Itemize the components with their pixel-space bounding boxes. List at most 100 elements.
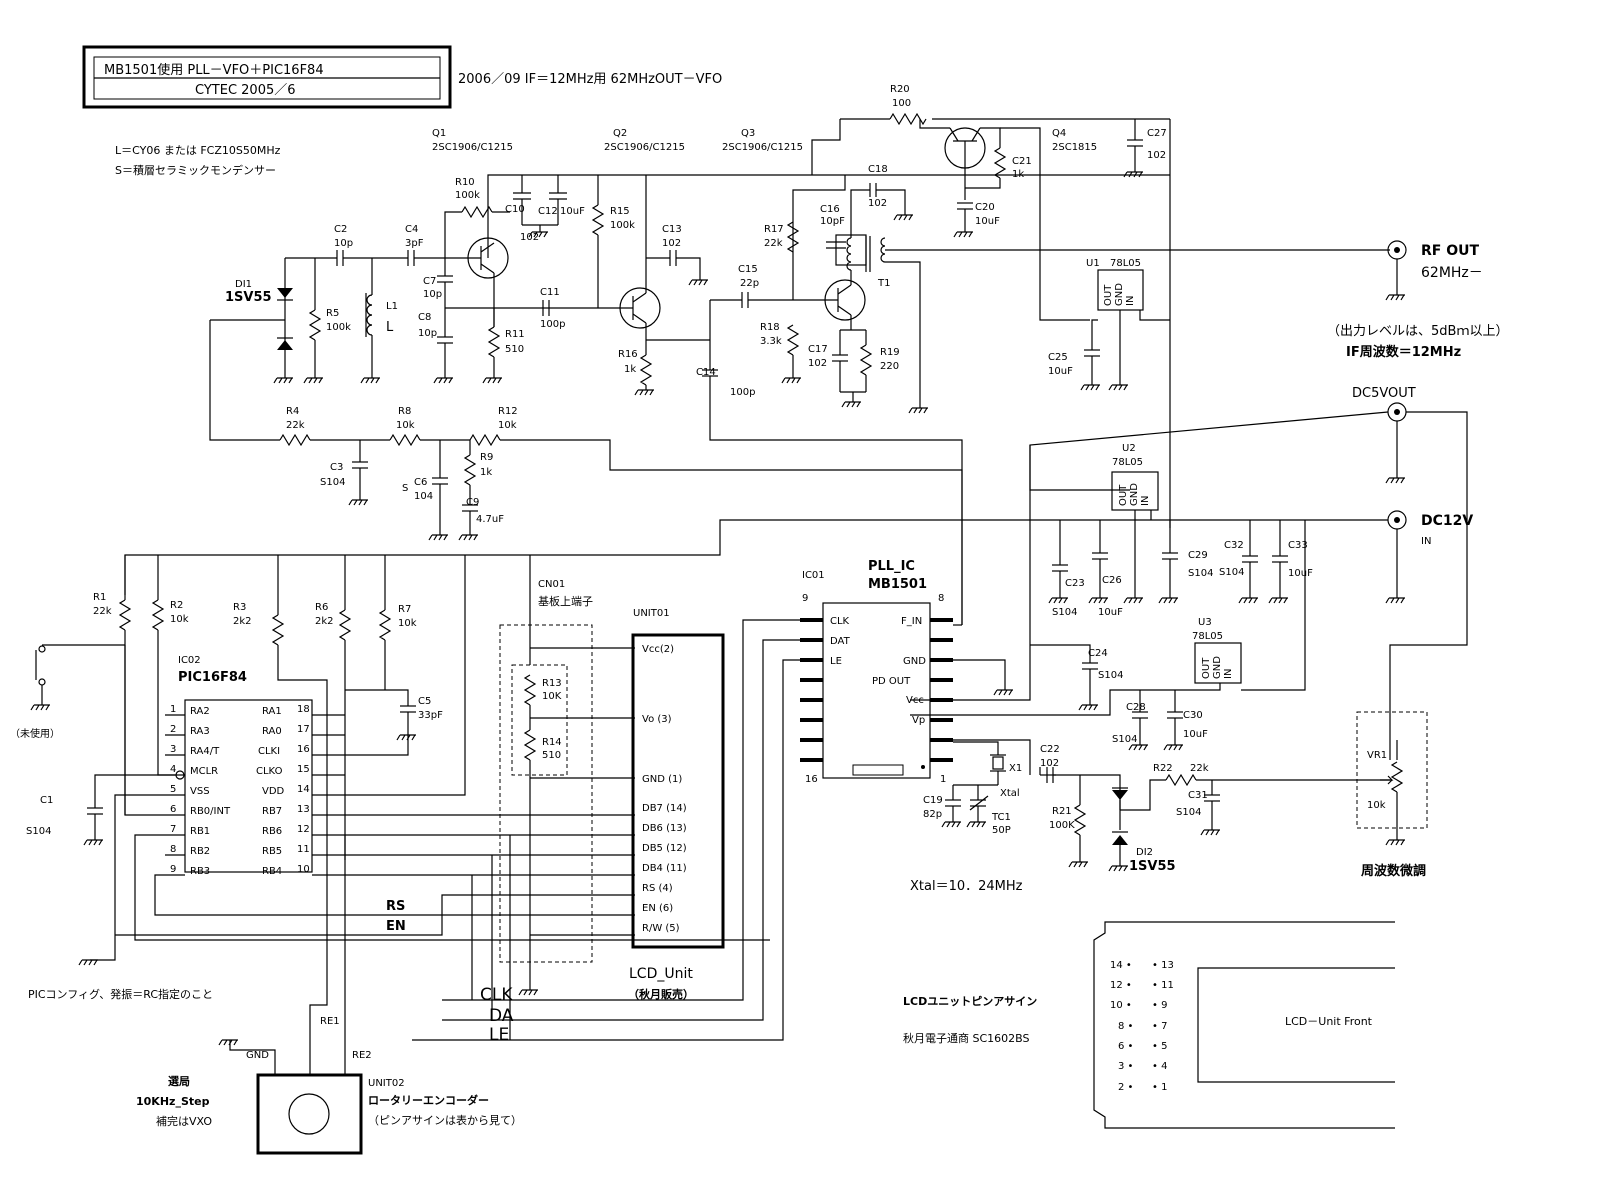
c15-value: 22p [740, 278, 759, 289]
u1-pin-gnd: GND [1114, 283, 1125, 306]
svg-text:• 11: • 11 [1152, 980, 1174, 991]
svg-text:RB0/INT: RB0/INT [190, 806, 231, 817]
di1-diode [277, 288, 293, 298]
svg-text:• 4: • 4 [1152, 1061, 1167, 1072]
ground-icon [1385, 477, 1405, 484]
r13-value: 10K [542, 691, 562, 702]
c7-ref: C7 [423, 276, 436, 287]
encoder-caption1: 選局 [168, 1075, 190, 1088]
svg-text:6 •: 6 • [1118, 1041, 1133, 1052]
c3-ref: C3 [330, 462, 343, 473]
r2-ref: R2 [170, 600, 183, 611]
lcd-unit-box [631, 633, 725, 949]
c12-value: 10uF [560, 206, 585, 217]
ground-icon [1078, 704, 1098, 711]
ground-icon [528, 231, 548, 238]
cn01-ref: CN01 [538, 579, 565, 590]
cn01-label: 基板上端子 [538, 594, 593, 608]
ground-icon [1158, 597, 1178, 604]
r20-value: 100 [892, 98, 911, 109]
ground-icon [1385, 597, 1405, 604]
tc1-value: 50P [992, 825, 1011, 836]
l-note: L＝CY06 または FCZ10S50MHz [115, 144, 281, 157]
c18-value: 102 [868, 198, 887, 209]
c30-ref: C30 [1183, 710, 1203, 721]
l1-ref: L1 [386, 301, 398, 312]
c3-value: S104 [320, 477, 345, 488]
r16-value: 1k [624, 364, 636, 375]
u2-ref: U2 [1122, 443, 1136, 454]
ground-icon [1200, 829, 1220, 836]
encoder-gnd: GND [246, 1050, 269, 1061]
lcd-pinout-right: • 13 • 11 • 9 • 7 • 5 • 4 • 1 [1152, 960, 1174, 1093]
c11-ref: C11 [540, 287, 560, 298]
pll-pin9: 9 [802, 593, 808, 604]
di2-diode [1112, 790, 1128, 800]
r16-ref: R16 [618, 349, 638, 360]
rotary-encoder[interactable] [256, 1073, 363, 1155]
ground-icon [1108, 865, 1128, 872]
ground-icon [781, 377, 801, 384]
ground-icon [1123, 171, 1143, 178]
ground-icon [1268, 597, 1288, 604]
svg-text:R/W (5): R/W (5) [642, 923, 680, 934]
r11-value: 510 [505, 344, 524, 355]
c26-ref: C26 [1102, 575, 1122, 586]
encoder-knob[interactable] [288, 1093, 330, 1135]
r17-value: 22k [764, 238, 783, 249]
svg-text:10 •: 10 • [1110, 1000, 1132, 1011]
svg-text:Vcc(2): Vcc(2) [642, 644, 674, 655]
svg-text:12: 12 [297, 824, 310, 835]
s-note: S＝積層セラミックモンデンサー [115, 163, 276, 177]
r5-ref: R5 [326, 308, 339, 319]
l1-name: L [386, 320, 394, 335]
pll-pin16: 16 [805, 774, 818, 785]
c9-value: 4.7uF [476, 514, 504, 525]
vr1-potentiometer[interactable] [1390, 761, 1404, 793]
pll-title: PLL_IC [868, 559, 915, 574]
ground-icon [688, 279, 708, 286]
ground-icon [1048, 597, 1068, 604]
c23-value: S104 [1052, 607, 1077, 618]
r2-value: 10k [170, 614, 189, 625]
ground-icon [360, 377, 380, 384]
xtal-note: Xtal＝10．24MHz [910, 879, 1023, 894]
c32-ref: C32 [1224, 540, 1244, 551]
ground-icon [78, 959, 98, 966]
svg-text:EN (6): EN (6) [642, 903, 673, 914]
ground-symbols [30, 171, 1405, 1046]
r8-value: 10k [396, 420, 415, 431]
c4-value: 3pF [405, 238, 424, 249]
c1-ref: C1 [40, 795, 53, 806]
q3-part: 2SC1906/C1215 [722, 142, 803, 153]
t1-ref: T1 [877, 278, 890, 289]
q1-part: 2SC1906/C1215 [432, 142, 513, 153]
c32-value: S104 [1219, 567, 1244, 578]
subtitle: 2006／09 IF＝12MHz用 62MHzOUT－VFO [458, 72, 722, 87]
x1-ref: X1 [1009, 763, 1022, 774]
r18-value: 3.3k [760, 336, 782, 347]
c19-ref: C19 [923, 795, 943, 806]
ground-icon [218, 1039, 238, 1046]
lcd-pinout-outline [1093, 921, 1395, 1129]
c4-ref: C4 [405, 224, 418, 235]
t1-transformer [846, 237, 852, 271]
output-level-note: （出力レベルは、5dBｍ以上） [1327, 324, 1508, 339]
ground-icon [1088, 597, 1108, 604]
svg-text:13: 13 [297, 804, 310, 815]
r3-ref: R3 [233, 602, 246, 613]
pll-left-pins [800, 618, 823, 762]
c16-value: 10pF [820, 216, 845, 227]
r19-ref: R19 [880, 347, 900, 358]
c22-ref: C22 [1040, 744, 1060, 755]
c33-ref: C33 [1288, 540, 1308, 551]
c17-value: 102 [808, 358, 827, 369]
r21-value: 100K [1049, 820, 1075, 831]
title-line1: MB1501使用 PLL－VFO＋PIC16F84 [104, 62, 324, 78]
r6-value: 2k2 [315, 616, 334, 627]
dc12v-label: DC12V [1421, 513, 1473, 529]
pic-right-pin-labels: RA1 RA0 CLKI CLKO VDD RB7 RB6 RB5 RB4 [256, 706, 285, 877]
svg-text:6: 6 [170, 804, 176, 815]
c25-value: 10uF [1048, 366, 1073, 377]
vr1-value: 10k [1367, 800, 1386, 811]
